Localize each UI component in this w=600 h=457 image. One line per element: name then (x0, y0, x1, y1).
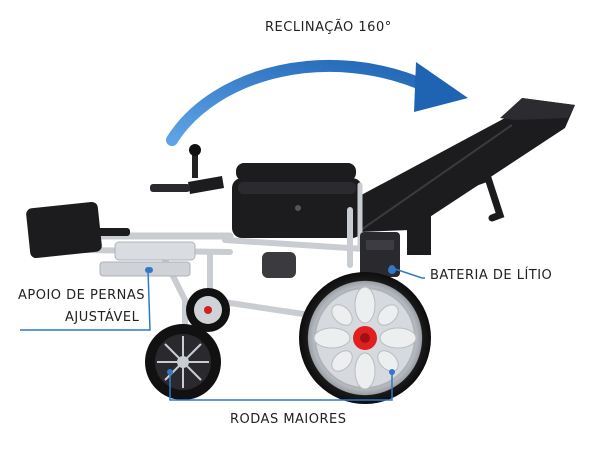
armrest (236, 163, 505, 255)
wheels-label: RODAS MAIORES (230, 412, 347, 427)
battery-pack (360, 232, 400, 277)
battery-label: BATERIA DE LÍTIO (430, 268, 553, 283)
front-wheel (145, 324, 221, 400)
recline-label: RECLINAÇÃO 160° (265, 20, 392, 35)
seat-cushion (232, 178, 362, 238)
joystick-controller (150, 144, 224, 194)
leg-support-label-line2: AJUSTÁVEL (65, 310, 140, 325)
leg-support-label-line1: APOIO DE PERNAS (18, 288, 145, 303)
backrest (352, 98, 575, 233)
recline-arrow-icon (166, 59, 468, 146)
motor (262, 252, 296, 278)
callout-lines (20, 267, 425, 401)
callout-dots (145, 265, 395, 375)
rear-wheel (299, 272, 431, 404)
anti-tip-wheel (186, 288, 230, 332)
leg-rest (26, 201, 196, 277)
